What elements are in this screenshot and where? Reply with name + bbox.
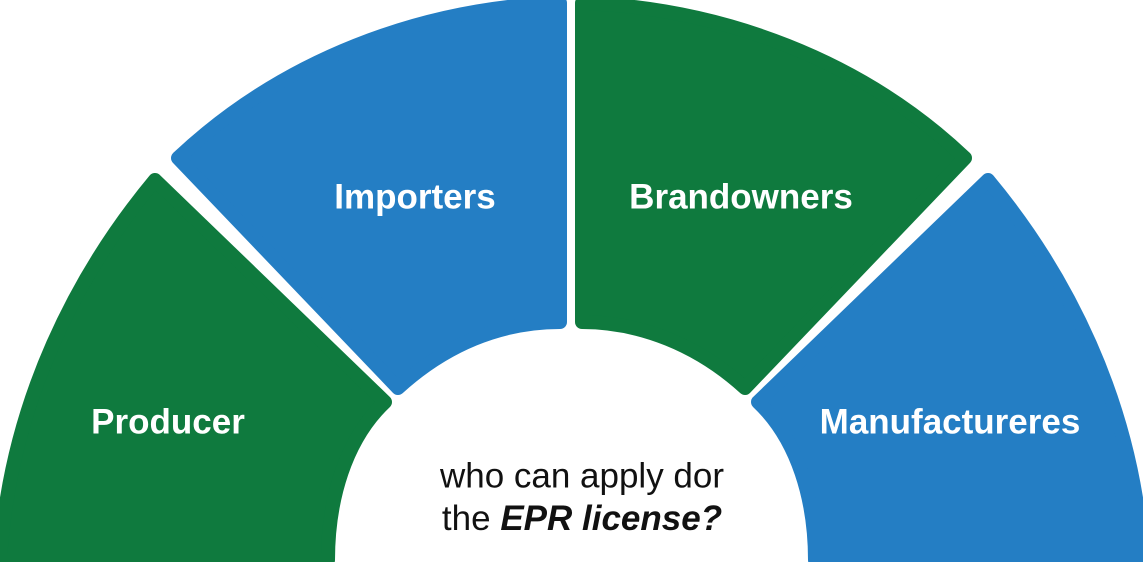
label-producer: Producer xyxy=(91,402,245,441)
center-question-prefix: the xyxy=(442,499,500,538)
label-brandowners: Brandowners xyxy=(629,177,853,216)
center-question-emphasis: EPR license? xyxy=(500,499,722,538)
label-manufactureres: Manufactureres xyxy=(820,402,1081,441)
center-question-line1: who can apply dor xyxy=(439,456,724,495)
label-importers: Importers xyxy=(334,177,495,216)
segment-manufactureres xyxy=(751,173,1143,562)
segment-brandowners xyxy=(575,0,972,395)
center-question-line2: the EPR license? xyxy=(442,499,722,538)
segment-producer xyxy=(0,173,392,562)
segment-importers xyxy=(171,0,567,395)
